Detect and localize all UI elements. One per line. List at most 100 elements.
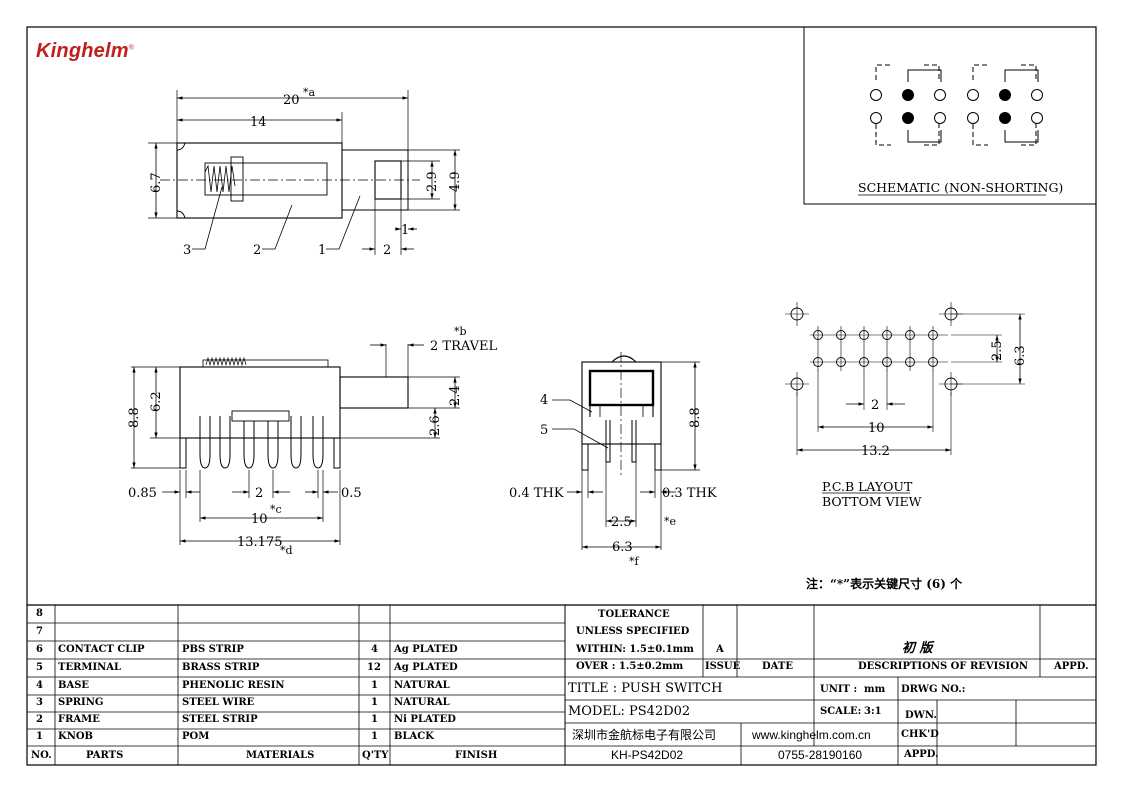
bom-row-4-material: PHENOLIC RESIN	[182, 680, 285, 691]
date-header: DATE	[762, 661, 793, 672]
bom-row-1-no: 1	[36, 731, 43, 742]
bom-row-1-finish: BLACK	[394, 731, 434, 742]
end-dim-6-3-key: *f	[629, 555, 640, 568]
bom-row-2-finish: Ni PLATED	[394, 714, 456, 725]
callout-4: 4	[540, 393, 548, 408]
top-view-body	[176, 142, 343, 219]
dim-20: 20	[283, 93, 300, 108]
pcb-dim-6-3: 6.3	[1013, 345, 1028, 366]
company-website: www.kinghelm.com.cn	[752, 728, 871, 742]
callout-3: 3	[183, 243, 191, 258]
dim-6-2: 6.2	[149, 391, 164, 412]
travel-dim: 2 TRAVEL	[430, 339, 497, 354]
bom-row-2-qty: 1	[371, 714, 378, 725]
schematic-left-switch	[870, 64, 946, 146]
dim-0-5: 0.5	[341, 486, 362, 501]
bom-row-6-qty: 4	[371, 644, 378, 655]
pcb-caption-sub: BOTTOM VIEW	[822, 494, 922, 509]
revision-description: 初 版	[902, 641, 933, 656]
bom-row-5-material: BRASS STRIP	[182, 662, 260, 673]
dim-4-9: 4.9	[448, 171, 463, 192]
dim-13-175-key: *d	[280, 544, 293, 557]
thk-0-3: 0.3 THK	[662, 486, 717, 501]
dim-14: 14	[250, 115, 267, 130]
top-view-labels: 20 *a 14 6.7 2.9 4.9 1 2 1 2 3	[149, 86, 463, 258]
callout-1: 1	[318, 243, 326, 258]
part-number: KH-PS42D02	[611, 748, 684, 762]
drawing-number-label: DRWG NO.:	[901, 684, 966, 695]
pcb-labels: 2.5 6.3 2 10 13.2 P.C.B LAYOUT BOTTOM VI…	[822, 340, 1028, 509]
drawing-model: MODEL: PS42D02	[568, 704, 691, 719]
dim-2-4: 2.4	[448, 385, 463, 406]
end-dim-6-3: 6.3	[612, 540, 633, 555]
schematic-diagram: SCHEMATIC (NON-SHORTING)	[803, 27, 1096, 205]
registered-mark: ®	[128, 44, 135, 52]
tolerance-label: TOLERANCE	[598, 609, 670, 620]
end-dim-8-8: 8.8	[688, 407, 703, 428]
drawing-title: TITLE : PUSH SWITCH	[568, 681, 723, 696]
tolerance-within: WITHIN: 1.5±0.1mm	[576, 644, 694, 655]
tolerance-sub: UNLESS SPECIFIED	[576, 626, 690, 637]
side-view-terminals	[179, 416, 341, 469]
side-view	[131, 343, 460, 545]
dim-8-8: 8.8	[127, 407, 142, 428]
dim-0-85: 0.85	[128, 486, 157, 501]
dim-2-6: 2.6	[428, 415, 443, 436]
end-dim-2-5: 2.5	[611, 515, 632, 530]
bom-row-3-finish: NATURAL	[394, 697, 450, 708]
end-view	[552, 352, 700, 550]
bom-row-5-qty: 12	[367, 662, 381, 673]
dim-2-9: 2.9	[425, 171, 440, 192]
bom-header-qty: Q'TY	[362, 750, 389, 761]
dim-pitch-2: 2	[255, 486, 263, 501]
kinghelm-logo: Kinghelm®	[36, 40, 134, 63]
bom-row-3-qty: 1	[371, 697, 378, 708]
pcb-caption: P.C.B LAYOUT	[822, 479, 913, 494]
pcb-dim-13-2: 13.2	[861, 444, 890, 459]
travel-key: *b	[454, 325, 467, 338]
revision-letter: A	[716, 644, 724, 655]
bom-row-5-no: 5	[36, 662, 43, 673]
unit-label: UNIT :	[820, 684, 858, 695]
issue-header: ISSUE	[705, 661, 741, 672]
pcb-layout	[785, 302, 1025, 455]
bom-header-no: NO.	[31, 750, 52, 761]
approved-label: APPD.	[904, 749, 939, 760]
bom-row-2-no: 2	[36, 714, 43, 725]
spring-graphic	[204, 164, 236, 193]
checked-label: CHK'D	[901, 729, 939, 740]
dim-10-key: *c	[270, 503, 282, 516]
scale-value: 3:1	[864, 706, 882, 717]
title-block-grid	[27, 604, 1096, 765]
schematic-right-switch	[967, 64, 1043, 146]
thk-0-4: 0.4 THK	[509, 486, 564, 501]
bom-row-3-no: 3	[36, 697, 43, 708]
bom-row-4-part: BASE	[58, 680, 90, 691]
bom-row-2-part: FRAME	[58, 714, 100, 725]
pcb-dim-2-5: 2.5	[990, 340, 1005, 361]
bom-row-7-no: 7	[36, 626, 43, 637]
pcb-mount-holes	[785, 302, 963, 396]
sheet-border	[26, 26, 1097, 766]
end-view-labels: 4 5 8.8 0.4 THK 0.3 THK 2.5 *e 6.3 *f	[509, 393, 717, 568]
bom-row-4-no: 4	[36, 680, 43, 691]
bom-row-5-finish: Ag PLATED	[394, 662, 458, 673]
dim-10: 10	[251, 512, 268, 527]
dim-13-175: 13.175	[237, 535, 283, 550]
top-view	[148, 90, 460, 255]
drawn-label: DWN.	[905, 710, 937, 721]
dim-6-7: 6.7	[149, 172, 164, 193]
bom-header-finish: FINISH	[455, 750, 498, 761]
callout-2: 2	[253, 243, 261, 258]
bom-row-1-qty: 1	[371, 731, 378, 742]
unit-value: mm	[864, 684, 886, 695]
dim-20-key: *a	[303, 86, 316, 99]
brand-name: Kinghelm	[36, 40, 129, 62]
bom-row-5-part: TERMINAL	[58, 662, 122, 673]
bom-header-parts: PARTS	[86, 750, 124, 761]
bom-row-6-part: CONTACT CLIP	[58, 644, 145, 655]
bom-row-6-material: PBS STRIP	[182, 644, 244, 655]
